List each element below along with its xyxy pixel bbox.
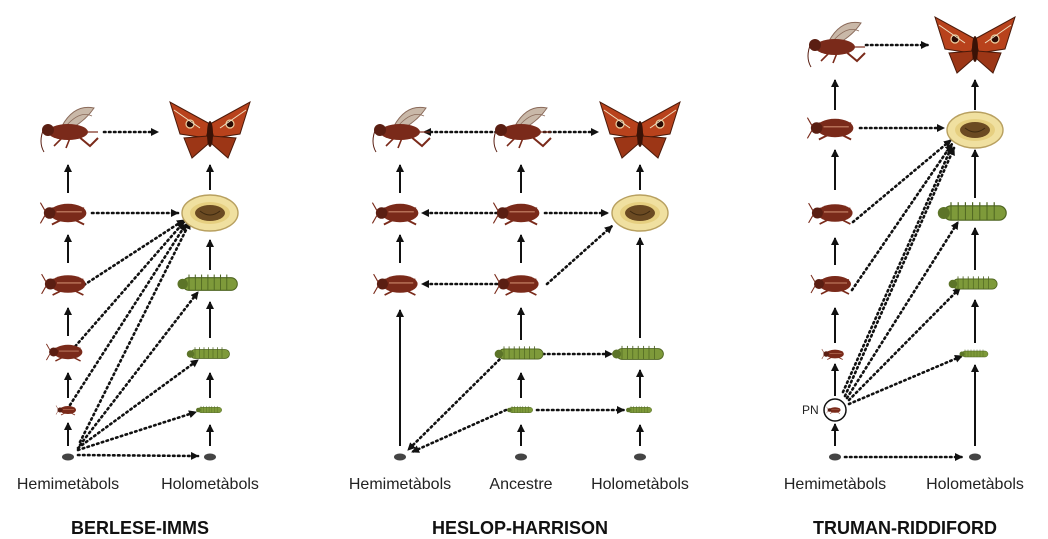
egg-icon bbox=[829, 454, 841, 461]
dotted-arrow bbox=[847, 222, 958, 398]
dotted-arrow bbox=[849, 356, 962, 404]
panel-title-truman-riddiford: TRUMAN-RIDDIFORD bbox=[813, 518, 997, 538]
dotted-arrow bbox=[843, 146, 952, 392]
caterpillar-icon bbox=[196, 406, 222, 413]
dotted-arrow bbox=[547, 226, 612, 284]
arrows-layer bbox=[68, 45, 975, 457]
egg-icon bbox=[394, 454, 406, 461]
egg-icon bbox=[204, 454, 216, 461]
label-ancestre: Ancestre bbox=[489, 476, 552, 493]
dotted-arrow bbox=[78, 360, 198, 448]
dotted-arrow bbox=[80, 292, 198, 445]
cricket-icon bbox=[41, 107, 98, 152]
label-holometabols: Holometàbols bbox=[926, 476, 1024, 493]
egg-icon bbox=[515, 454, 527, 461]
label-holometabols: Holometàbols bbox=[591, 476, 689, 493]
nymph-icon bbox=[46, 344, 82, 361]
nymph-icon bbox=[374, 274, 418, 295]
label-pronymph: PN bbox=[802, 403, 819, 417]
cricket-icon bbox=[373, 107, 430, 152]
caterpillar-icon bbox=[495, 346, 543, 359]
nymph-icon bbox=[42, 274, 86, 295]
caterpillar-icon bbox=[960, 350, 989, 358]
nymph-icon bbox=[811, 275, 851, 294]
caterpillar-icon bbox=[938, 202, 1006, 220]
pupa-icon bbox=[182, 195, 238, 231]
caterpillar-icon bbox=[949, 276, 997, 289]
nymph-icon bbox=[827, 407, 841, 414]
nymph-icon bbox=[822, 349, 844, 359]
nymph-icon bbox=[809, 203, 853, 224]
label-hemimetabols: Hemimetàbols bbox=[17, 476, 119, 493]
cricket-icon bbox=[808, 22, 865, 67]
nymph-icon bbox=[372, 203, 418, 225]
caterpillar-icon bbox=[177, 275, 237, 291]
caterpillar-icon bbox=[626, 406, 652, 413]
moth-icon bbox=[600, 102, 680, 158]
nymph-icon bbox=[40, 203, 86, 225]
cricket-icon bbox=[494, 107, 551, 152]
dotted-arrow bbox=[70, 224, 186, 405]
nymph-icon bbox=[807, 118, 853, 140]
dotted-arrow bbox=[72, 222, 184, 350]
caterpillar-icon bbox=[507, 406, 533, 413]
dotted-arrow bbox=[408, 356, 503, 450]
icons-layer bbox=[40, 17, 1015, 461]
moth-icon bbox=[170, 102, 250, 158]
panel-title-berlese-imms: BERLESE-IMMS bbox=[71, 518, 209, 538]
label-hemimetabols: Hemimetàbols bbox=[784, 476, 886, 493]
nymph-icon bbox=[56, 406, 76, 416]
caterpillar-icon bbox=[187, 347, 230, 358]
caterpillar-icon bbox=[612, 346, 663, 360]
dotted-arrow bbox=[78, 455, 198, 456]
nymph-icon bbox=[493, 203, 539, 225]
dotted-arrow bbox=[78, 412, 196, 450]
egg-icon bbox=[62, 454, 74, 461]
pupa-icon bbox=[947, 112, 1003, 148]
label-hemimetabols: Hemimetàbols bbox=[349, 476, 451, 493]
dotted-arrow bbox=[80, 222, 190, 442]
moth-icon bbox=[935, 17, 1015, 73]
egg-icon bbox=[634, 454, 646, 461]
panel-title-heslop-harrison: HESLOP-HARRISON bbox=[432, 518, 608, 538]
pupa-icon bbox=[612, 195, 668, 231]
nymph-icon bbox=[495, 274, 539, 295]
label-holometabols: Holometàbols bbox=[161, 476, 259, 493]
dotted-arrow bbox=[845, 148, 954, 396]
egg-icon bbox=[969, 454, 981, 461]
